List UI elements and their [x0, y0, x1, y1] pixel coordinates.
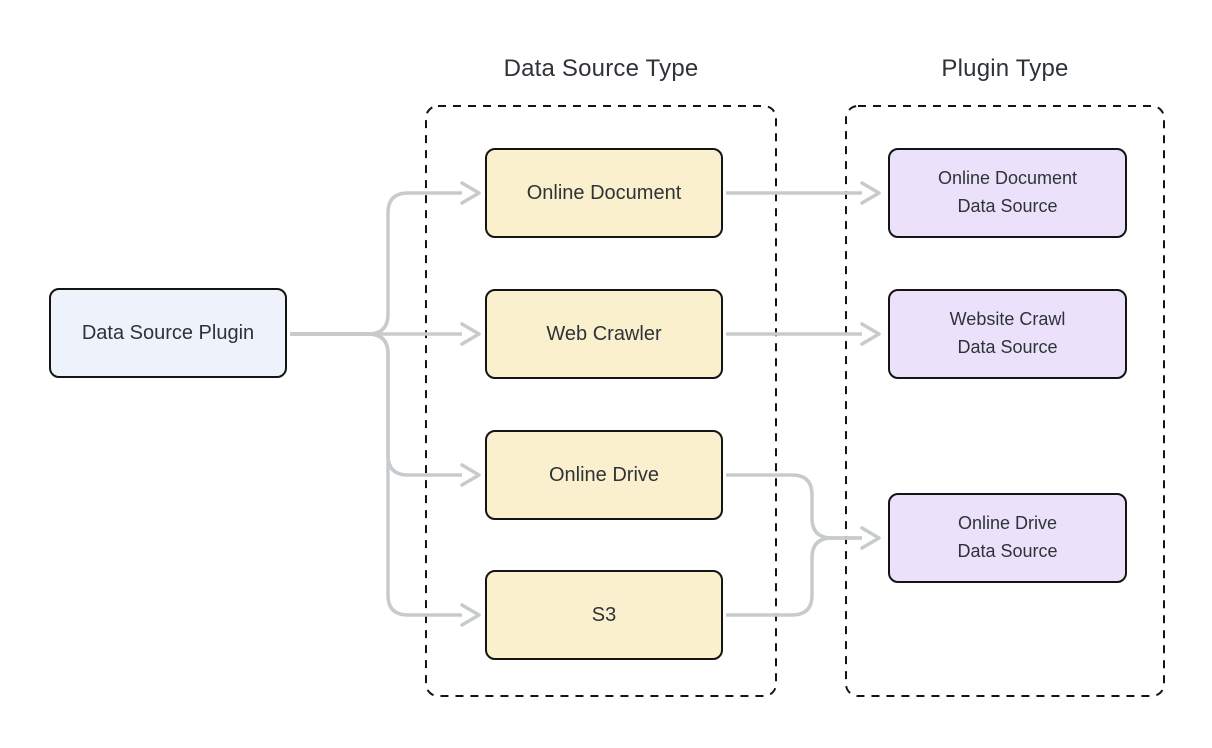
edge-s3-to-ds — [726, 536, 862, 617]
edge-plugin-to-online-document — [290, 191, 462, 336]
node-label-line2: Data Source — [957, 196, 1058, 216]
node-label: Data Source Plugin — [81, 322, 255, 344]
node-website-crawl-data-source: Website Crawl Data Source — [888, 289, 1127, 379]
node-label: Web Crawler — [546, 323, 662, 345]
arrowhead-icon — [460, 322, 481, 346]
node-online-document-data-source: Online Document Data Source — [888, 148, 1127, 238]
node-online-drive: Online Drive — [485, 430, 723, 520]
node-label-line2: Data Source — [957, 337, 1058, 357]
node-label: Online Drive — [548, 464, 660, 486]
arrowhead-icon — [460, 463, 481, 487]
node-data-source-plugin: Data Source Plugin — [49, 288, 287, 378]
arrowhead-icon — [860, 322, 881, 346]
node-label-line2: Data Source — [957, 541, 1058, 561]
node-label: Online Document — [526, 182, 682, 204]
arrowhead-icon — [460, 603, 481, 627]
node-online-drive-data-source: Online Drive Data Source — [888, 493, 1127, 583]
node-online-document: Online Document — [485, 148, 723, 238]
arrowhead-icon — [460, 181, 481, 205]
node-label-line1: Online Drive — [957, 513, 1058, 534]
edge-plugin-to-s3 — [290, 332, 462, 617]
node-web-crawler: Web Crawler — [485, 289, 723, 379]
node-label: S3 — [591, 604, 617, 626]
node-s3: S3 — [485, 570, 723, 660]
group-title-plugin-type: Plugin Type — [941, 55, 1069, 82]
node-label-line1: Online Document — [937, 168, 1078, 189]
arrowhead-icon — [860, 181, 881, 205]
node-label-line1: Website Crawl — [949, 309, 1066, 330]
group-title-data-source-type: Data Source Type — [503, 55, 699, 82]
edge-online-drive-to-ds — [726, 473, 862, 540]
edge-plugin-to-online-drive — [290, 332, 462, 477]
arrowhead-icon — [860, 526, 881, 550]
